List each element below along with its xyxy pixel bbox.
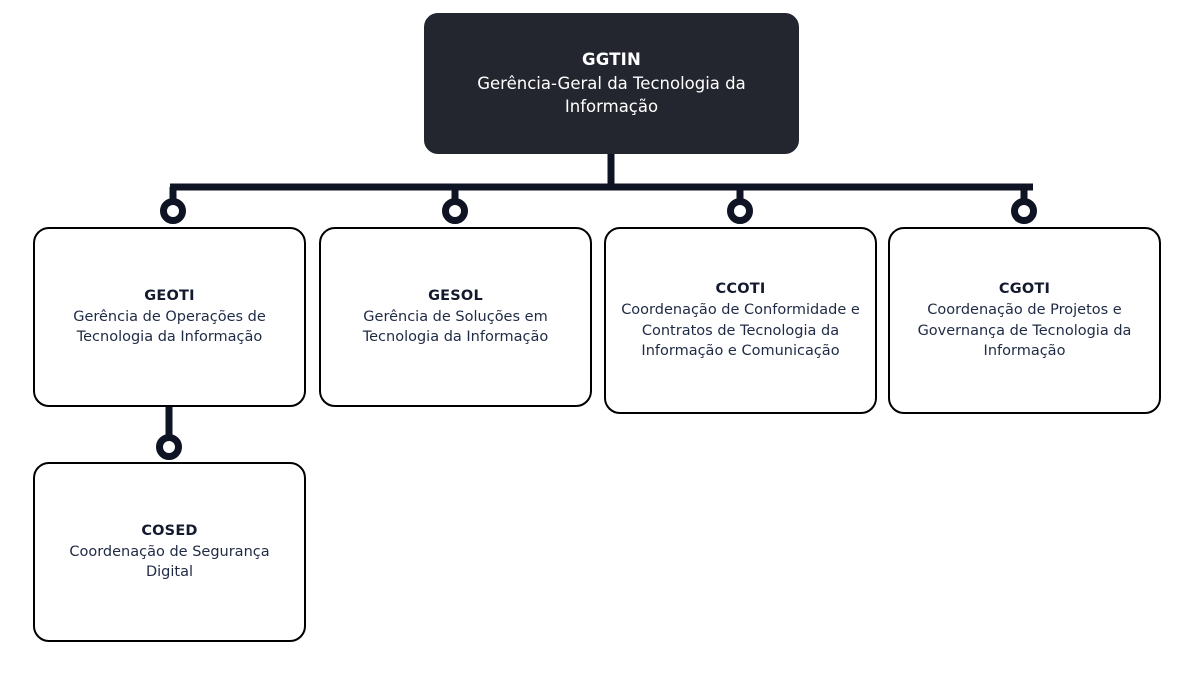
- org-node-code: CGOTI: [998, 281, 1051, 298]
- org-node-code: CCOTI: [715, 281, 766, 298]
- org-node-geoti[interactable]: GEOTI Gerência de Operações de Tecnologi…: [33, 227, 306, 407]
- org-node-description: Coordenação de Conformidade e Contratos …: [621, 301, 860, 360]
- org-node-description: Gerência de Operações de Tecnologia da I…: [73, 308, 266, 346]
- org-node-code: COSED: [141, 523, 198, 540]
- org-node-description: Coordenação de Projetos e Governança de …: [917, 301, 1132, 360]
- org-node-ccoti[interactable]: CCOTI Coordenação de Conformidade e Cont…: [604, 227, 877, 414]
- junction-ring-geoti: [160, 198, 186, 224]
- org-node-code: GGTIN: [582, 50, 641, 70]
- org-node-description: Coordenação de Segurança Digital: [69, 543, 270, 581]
- org-node-code: GEOTI: [144, 288, 195, 305]
- junction-ring-gesol: [442, 198, 468, 224]
- org-node-code: GESOL: [428, 288, 483, 305]
- org-node-cgoti[interactable]: CGOTI Coordenação de Projetos e Governan…: [888, 227, 1161, 414]
- junction-ring-cgoti: [1011, 198, 1037, 224]
- org-node-cosed[interactable]: COSED Coordenação de Segurança Digital: [33, 462, 306, 642]
- junction-ring-ccoti: [727, 198, 753, 224]
- junction-ring-cosed: [156, 434, 182, 460]
- org-node-description: Gerência-Geral da Tecnologia da Informaç…: [477, 73, 746, 117]
- org-node-ggtin[interactable]: GGTIN Gerência-Geral da Tecnologia da In…: [424, 13, 799, 154]
- org-node-gesol[interactable]: GESOL Gerência de Soluções em Tecnologia…: [319, 227, 592, 407]
- org-node-description: Gerência de Soluções em Tecnologia da In…: [362, 308, 549, 346]
